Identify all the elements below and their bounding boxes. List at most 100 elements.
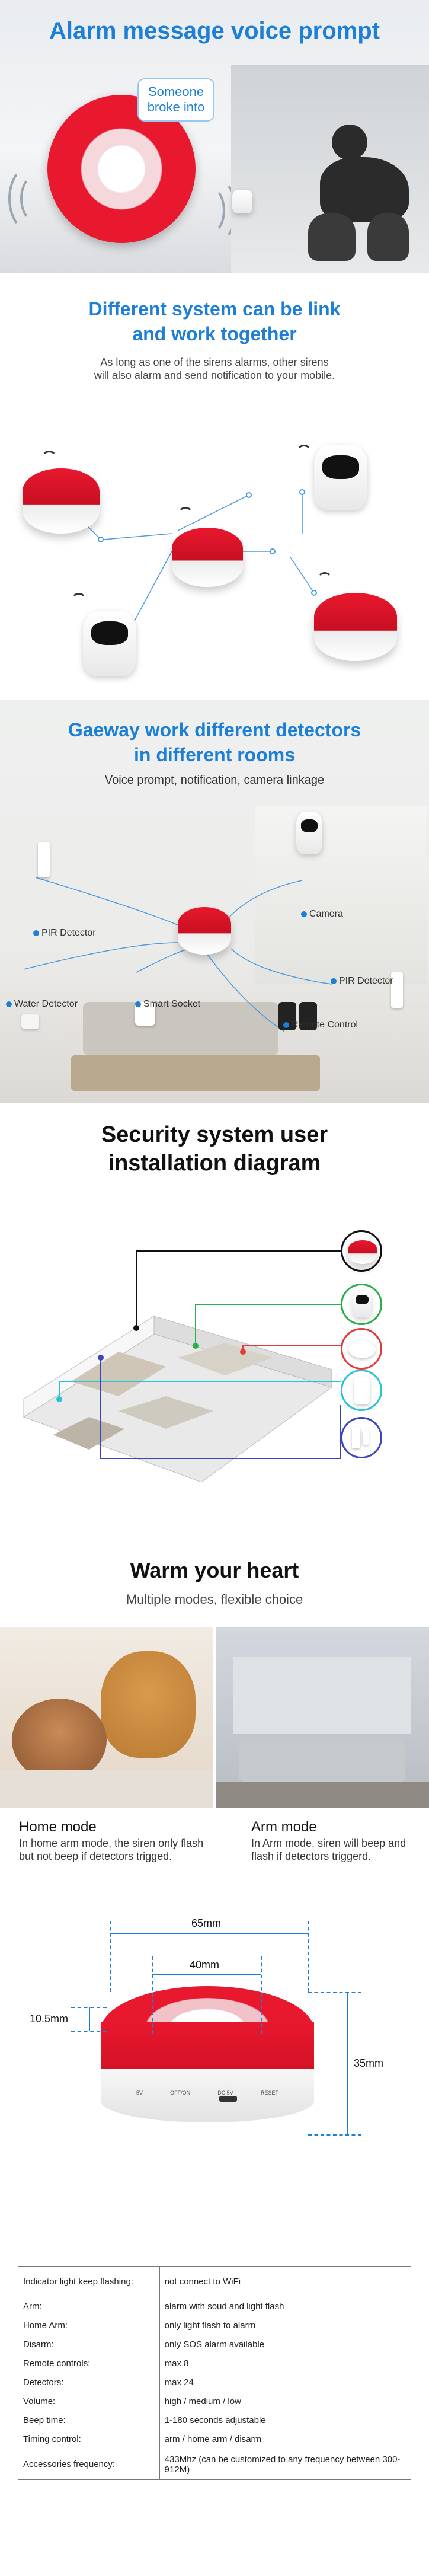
detectors-title: Gaeway work different detectors in diffe…	[0, 717, 429, 767]
spec-value: only light flash to alarm	[159, 2316, 412, 2335]
arm-mode-description: In Arm mode, siren will beep and flash i…	[251, 1837, 406, 1862]
modes-subtitle: Multiple modes, flexible choice	[126, 1592, 303, 1607]
modes-section: Warm your heart Multiple modes, flexible…	[0, 1530, 429, 1897]
siren-device	[172, 528, 243, 587]
spec-row: Remote controls:max 8	[18, 2354, 412, 2373]
title-line: and work together	[132, 323, 297, 344]
home-mode-title: Home mode	[19, 1819, 97, 1835]
label-dot-icon	[301, 911, 307, 917]
spec-key: Accessories frequency:	[18, 2449, 160, 2480]
home-mode-description: In home arm mode, the siren only flash b…	[19, 1837, 204, 1862]
label-smart-socket: Smart Socket	[135, 999, 200, 1010]
link-dot	[246, 492, 252, 498]
gateway-siren	[178, 907, 231, 955]
spec-key: Home Arm:	[18, 2316, 160, 2335]
voice-prompt-title: Alarm message voice prompt	[49, 18, 380, 44]
dim-line	[152, 1974, 261, 1975]
port-label: OFF/ON	[170, 2090, 191, 2096]
title-line: Security system user	[101, 1122, 328, 1147]
label-text: Camera	[309, 909, 343, 919]
specs-table: Indicator light keep flashing:not connec…	[18, 2266, 412, 2480]
title-line: Gaeway work different detectors	[68, 719, 361, 740]
dim-top: 40mm	[190, 1959, 220, 1971]
wifi-icon	[296, 445, 312, 460]
spec-key: Beep time:	[18, 2411, 160, 2430]
spec-row: Disarm:only SOS alarm available	[18, 2335, 412, 2354]
spec-key: Indicator light keep flashing:	[18, 2266, 160, 2297]
voice-prompt-banner: Alarm message voice prompt Someone broke…	[0, 0, 429, 273]
door-sensor-ring	[341, 1417, 382, 1458]
dim-line	[347, 1992, 348, 2134]
spec-value: high / medium / low	[159, 2392, 412, 2411]
spec-value: not connect to WiFi	[159, 2266, 412, 2297]
spec-row: Volume:high / medium / low	[18, 2392, 412, 2411]
siren-device-ring	[341, 1230, 382, 1272]
link-dot	[98, 537, 104, 542]
label-dot-icon	[135, 1001, 141, 1007]
port-label: DC 5V	[217, 2090, 233, 2096]
dim-left: 10.5mm	[30, 2013, 69, 2025]
linked-system-title: Different system can be link and work to…	[0, 296, 429, 346]
dim-guide	[71, 2031, 107, 2032]
spec-value: 1-180 seconds adjustable	[159, 2411, 412, 2430]
arm-mode-photo	[216, 1627, 429, 1808]
spec-value: alarm with soud and light flash	[159, 2297, 412, 2316]
detectors-section: Gaeway work different detectors in diffe…	[0, 700, 429, 1103]
spec-value: only SOS alarm available	[159, 2335, 412, 2354]
dim-guide	[308, 2134, 361, 2136]
spec-row: Timing control:arm / home arm / disarm	[18, 2430, 412, 2449]
table	[71, 1055, 320, 1091]
label-dot-icon	[283, 1022, 289, 1028]
sound-wave-icon	[8, 166, 50, 231]
dim-guide	[308, 1921, 309, 1992]
pir-detector-ring	[341, 1370, 382, 1411]
label-dot-icon	[6, 1001, 12, 1007]
wifi-icon	[317, 572, 332, 588]
spec-value: arm / home arm / disarm	[159, 2430, 412, 2449]
link-dot	[311, 590, 317, 596]
desc-line: will also alarm and send notification to…	[94, 369, 335, 381]
port-label: RESET	[260, 2090, 278, 2096]
label-text: PIR Detector	[339, 976, 393, 986]
smoke-detector-ring	[341, 1328, 382, 1370]
modes-title: Warm your heart	[130, 1558, 299, 1582]
camera-device	[232, 190, 252, 213]
label-dot-icon	[331, 978, 337, 984]
link-dot	[270, 548, 276, 554]
siren-device	[23, 468, 100, 534]
installation-title: Security system user installation diagra…	[0, 1121, 429, 1177]
wifi-icon	[71, 593, 87, 608]
spec-key: Detectors:	[18, 2373, 160, 2392]
floorplan-walls	[23, 1316, 333, 1483]
label-text: PIR Detector	[41, 928, 96, 938]
siren-device-large: 5V OFF/ON DC 5V RESET	[101, 1986, 314, 2152]
installation-diagram-section: Security system user installation diagra…	[0, 1103, 429, 1530]
title-line: Different system can be link	[88, 298, 341, 320]
burglar-figure	[308, 125, 421, 261]
spec-row: Detectors:max 24	[18, 2373, 412, 2392]
floorplan-diagram	[23, 1250, 341, 1483]
title-line: installation diagram	[108, 1151, 321, 1176]
detectors-subtitle: Voice prompt, notification, camera linka…	[104, 774, 325, 787]
port-label: 5V	[136, 2090, 143, 2096]
camera-device	[296, 812, 322, 854]
dim-guide	[308, 1992, 361, 1993]
alarm-speech-bubble: Someone broke into	[137, 78, 214, 122]
spec-row: Indicator light keep flashing:not connec…	[18, 2266, 412, 2297]
dim-guide	[261, 1956, 262, 2034]
label-text: Water Detector	[14, 999, 78, 1009]
water-detector-icon	[21, 1014, 39, 1029]
label-pir-detector-right: PIR Detector	[331, 976, 393, 987]
floorplan-markers	[56, 1325, 246, 1402]
spec-key: Arm:	[18, 2297, 160, 2316]
desc-line: As long as one of the sirens alarms, oth…	[100, 356, 329, 368]
room-window	[255, 806, 427, 984]
label-water-detector: Water Detector	[6, 999, 78, 1010]
spec-value: max 8	[159, 2354, 412, 2373]
sofa	[83, 1002, 278, 1055]
label-text: Remote Control	[292, 1020, 358, 1030]
siren-device	[314, 593, 397, 661]
camera-device-ring	[341, 1284, 382, 1325]
spec-key: Remote controls:	[18, 2354, 160, 2373]
spec-row: Beep time:1-180 seconds adjustable	[18, 2411, 412, 2430]
